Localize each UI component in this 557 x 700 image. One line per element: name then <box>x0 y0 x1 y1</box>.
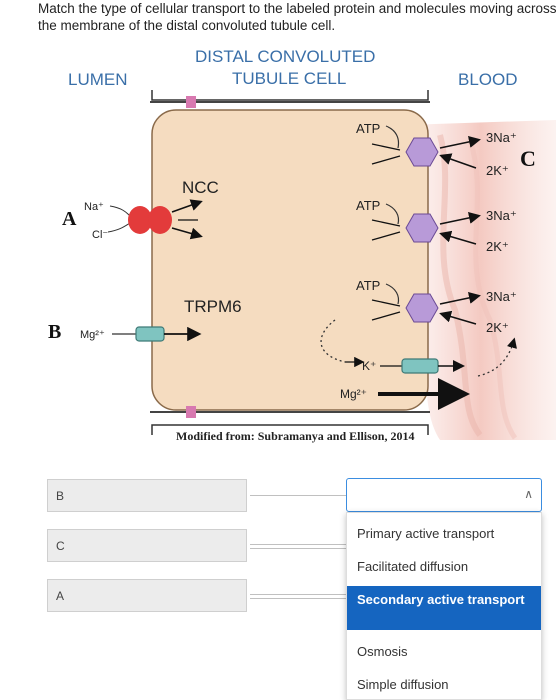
question-text: Match the type of cellular transport to … <box>38 1 557 33</box>
ncc-label: NCC <box>182 178 219 197</box>
option-primary-active[interactable]: Primary active transport <box>357 526 495 541</box>
junction-marker-bottom <box>186 406 196 418</box>
option-osmosis[interactable]: Osmosis <box>357 644 408 659</box>
pump2-2k: 2K⁺ <box>486 239 509 254</box>
ncc-cotransporter-left <box>128 206 152 234</box>
cell-label-1: DISTAL CONVOLUTED <box>195 47 375 66</box>
lumen-label: LUMEN <box>68 70 128 89</box>
answer-select[interactable]: ∧ <box>346 478 542 512</box>
match-connector-c <box>250 544 346 549</box>
pump2-3na: 3Na⁺ <box>486 208 517 223</box>
trpm6-label: TRPM6 <box>184 297 242 316</box>
svg-text:ATP: ATP <box>356 198 380 213</box>
k-channel <box>401 358 439 374</box>
svg-text:ATP: ATP <box>356 278 380 293</box>
option-facilitated-diffusion[interactable]: Facilitated diffusion <box>357 559 469 574</box>
mg-label-lumen: Mg²⁺ <box>80 329 105 341</box>
answer-dropdown: Primary active transport Facilitated dif… <box>346 512 542 700</box>
na-k-pump-1: ATP <box>356 121 481 169</box>
match-connector-a <box>250 594 346 599</box>
citation: Modified from: Subramanya and Ellison, 2… <box>176 429 414 443</box>
label-a: A <box>62 208 77 230</box>
na-k-pump-2: ATP <box>356 198 481 245</box>
cl-label-lumen: Cl⁻ <box>92 229 108 241</box>
pump1-2k: 2K⁺ <box>486 163 509 178</box>
pump3-2k: 2K⁺ <box>486 320 509 335</box>
svg-text:ATP: ATP <box>356 121 380 136</box>
trpm6-channel <box>135 326 165 342</box>
blood-label: BLOOD <box>458 70 518 89</box>
match-item-c[interactable]: C <box>47 529 247 562</box>
ncc-cotransporter-right <box>148 206 172 234</box>
match-connector-b <box>250 495 346 496</box>
label-b: B <box>48 321 61 343</box>
pump1-3na: 3Na⁺ <box>486 130 517 145</box>
tubule-cell <box>151 109 429 411</box>
option-simple-diffusion[interactable]: Simple diffusion <box>357 677 449 692</box>
match-item-a[interactable]: A <box>47 579 247 612</box>
mg-label-cell: Mg²⁺ <box>340 387 367 401</box>
match-item-b[interactable]: B <box>47 479 247 512</box>
dct-diagram: LUMEN DISTAL CONVOLUTED TUBULE CELL BLOO… <box>48 47 556 443</box>
junction-marker-top <box>186 96 196 108</box>
na-k-pump-3: ATP <box>356 278 481 325</box>
na-label-lumen: Na⁺ <box>84 201 104 213</box>
k-label: K⁺ <box>362 359 376 373</box>
chevron-up-icon: ∧ <box>524 487 533 501</box>
pump3-3na: 3Na⁺ <box>486 289 517 304</box>
label-c: C <box>520 146 536 171</box>
cell-label-2: TUBULE CELL <box>232 69 346 88</box>
option-secondary-active[interactable]: Secondary active transport <box>347 586 541 630</box>
